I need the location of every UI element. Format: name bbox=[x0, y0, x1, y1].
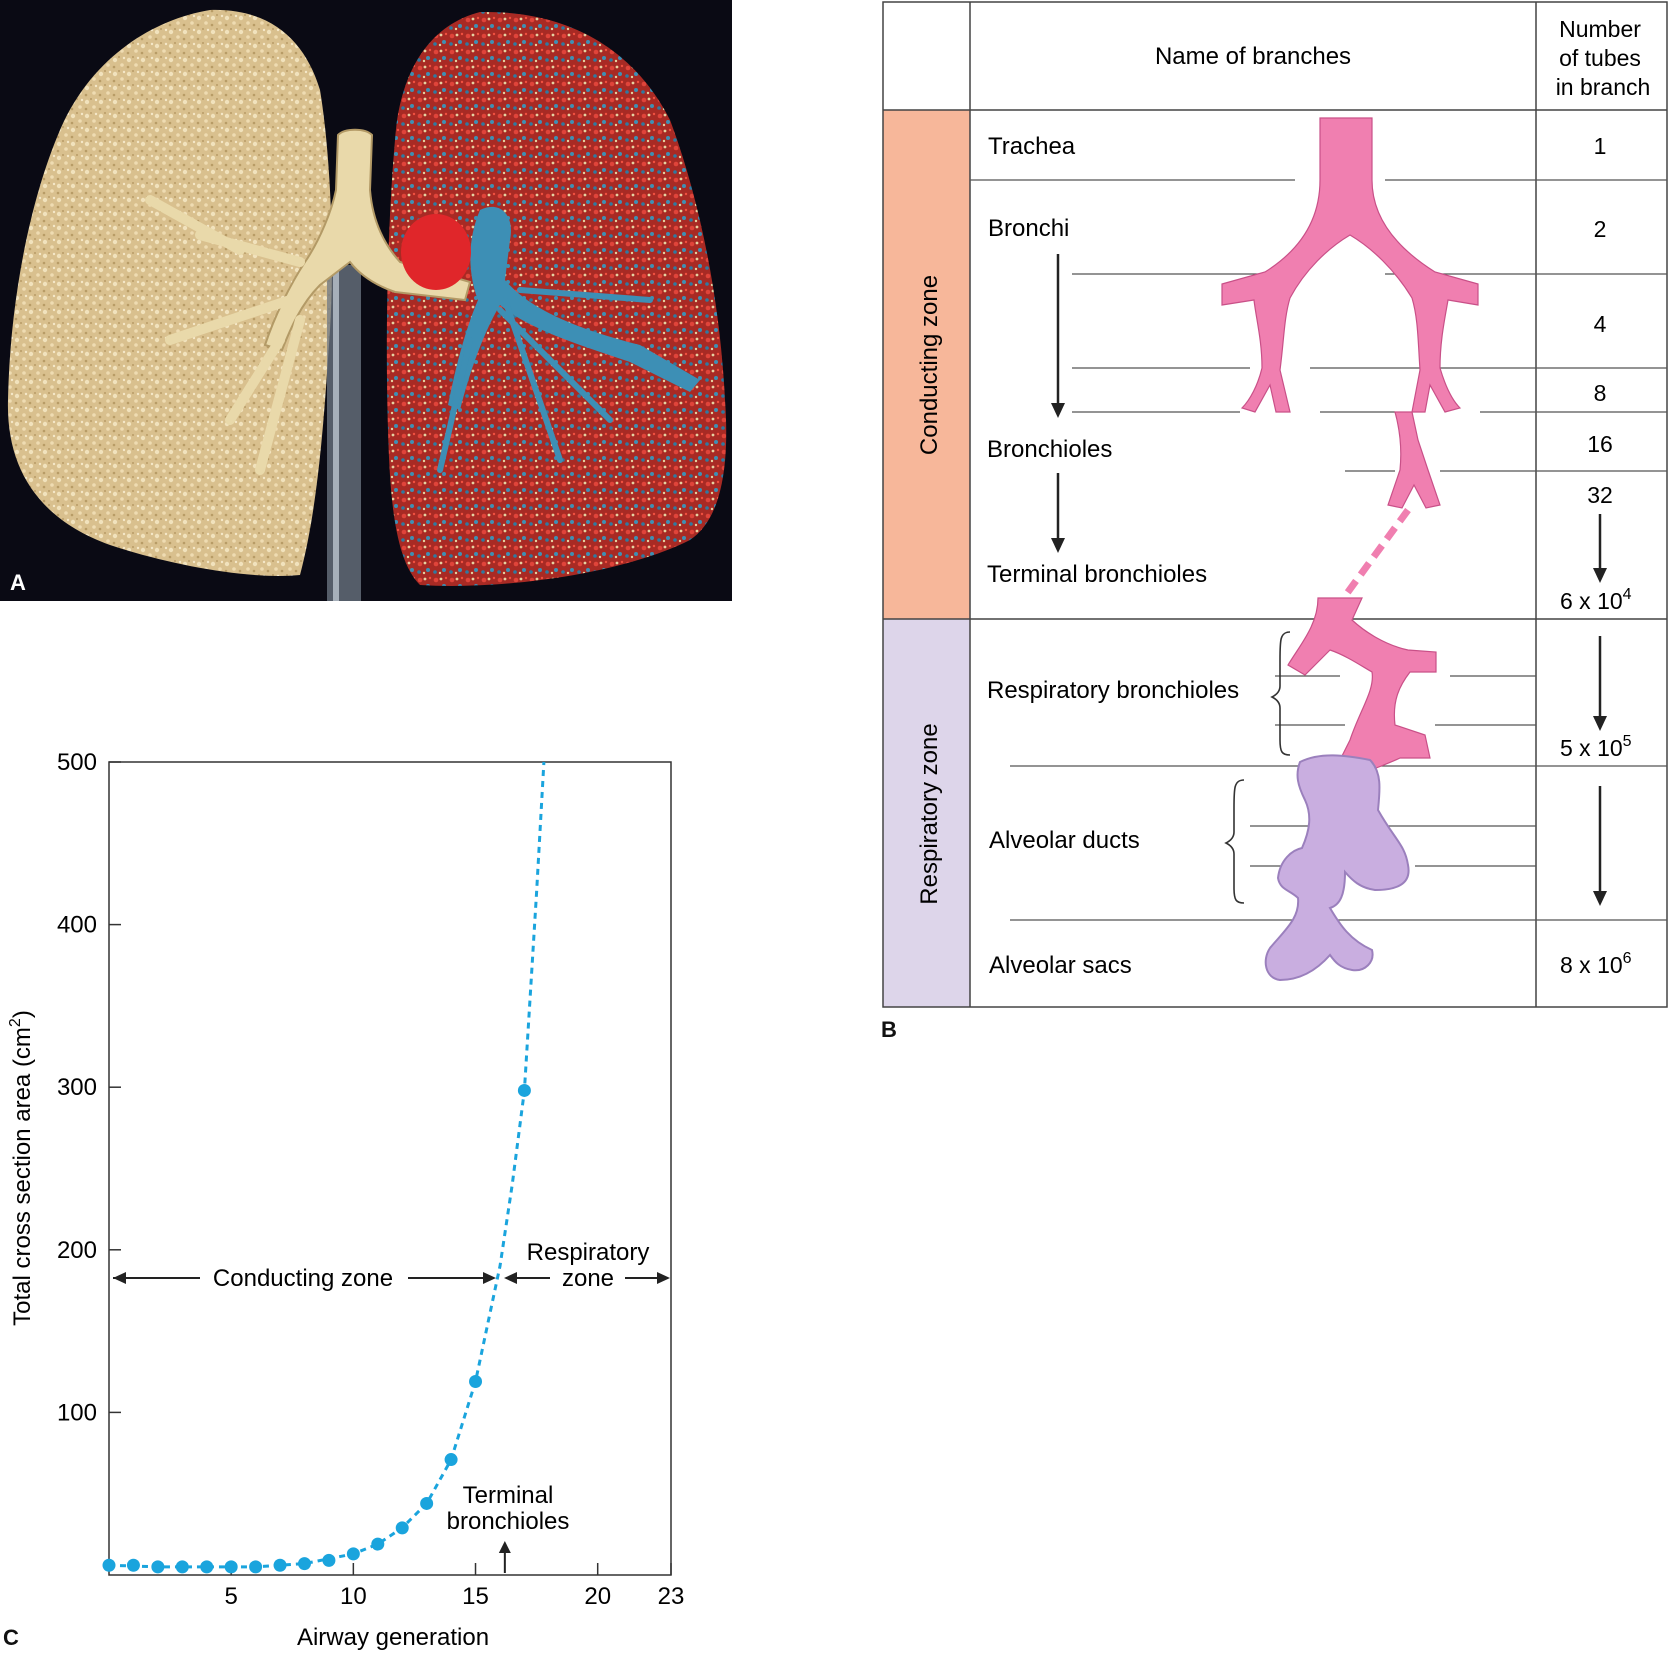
data-point bbox=[469, 1375, 483, 1389]
y-axis-ticks: 100 200 300 400 500 bbox=[57, 749, 121, 1426]
data-point bbox=[517, 1083, 531, 1097]
panel-c-letter: C bbox=[3, 1625, 19, 1650]
branch-respiratory-bronchioles: Respiratory bronchioles bbox=[987, 677, 1239, 704]
stand-rod bbox=[327, 265, 361, 601]
branch-bronchioles: Bronchioles bbox=[987, 436, 1112, 463]
data-points bbox=[102, 1083, 531, 1574]
branch-trachea: Trachea bbox=[988, 133, 1076, 160]
branch-bronchi: Bronchi bbox=[988, 215, 1069, 242]
data-point bbox=[249, 1560, 263, 1574]
row-rules bbox=[970, 179, 1667, 921]
header-count-line3: in branch bbox=[1556, 74, 1651, 100]
left-lung-airway-cast bbox=[7, 9, 332, 576]
left-bronchus-branches bbox=[145, 195, 305, 475]
count-32: 32 bbox=[1587, 482, 1613, 508]
count-terminal-bronchioles: 6 x 104 bbox=[1560, 586, 1632, 614]
right-lung-vascular-cast bbox=[386, 11, 727, 586]
alveolar-ducts-brace bbox=[1224, 779, 1245, 904]
airway-bronchioles bbox=[1387, 411, 1441, 509]
data-point bbox=[102, 1558, 116, 1572]
respiratory-bronchioles-brace bbox=[1270, 631, 1291, 756]
count-respiratory-bronchioles: 5 x 105 bbox=[1560, 733, 1632, 761]
y-axis-label: Total cross section area (cm2) bbox=[7, 1010, 36, 1326]
y-tick-label: 300 bbox=[57, 1074, 97, 1101]
data-point bbox=[200, 1560, 214, 1574]
respiratory-zone-band bbox=[883, 619, 970, 1007]
x-axis-ticks: 5 10 15 20 23 bbox=[224, 1563, 684, 1610]
alveolar-ducts-shape bbox=[1264, 754, 1410, 982]
data-point bbox=[322, 1553, 336, 1567]
respiratory-zone-annotation-line1: Respiratory bbox=[527, 1239, 650, 1266]
data-point bbox=[151, 1560, 165, 1574]
conducting-zone-annotation: Conducting zone bbox=[213, 1265, 393, 1292]
header-name-of-branches: Name of branches bbox=[1155, 43, 1351, 70]
plot-area bbox=[108, 761, 672, 1576]
count-bronchi: 2 bbox=[1594, 216, 1607, 242]
data-point bbox=[273, 1558, 287, 1572]
branch-alveolar-sacs: Alveolar sacs bbox=[989, 952, 1132, 979]
artery-branches bbox=[437, 287, 653, 473]
data-point bbox=[297, 1557, 311, 1571]
progression-arrows bbox=[1051, 254, 1065, 553]
terminal-bronchioles-annotation-line2: bronchioles bbox=[447, 1508, 570, 1535]
x-tick-label: 10 bbox=[340, 1583, 367, 1610]
panel-a-letter: A bbox=[10, 570, 26, 595]
pulmonary-vein-cast bbox=[401, 214, 471, 290]
data-point bbox=[395, 1521, 409, 1535]
respiratory-zone-annotation-line2: zone bbox=[562, 1265, 614, 1292]
cross-section-curve bbox=[108, 761, 546, 1569]
airway-dashed-segment bbox=[1342, 507, 1411, 599]
x-tick-label: 15 bbox=[462, 1583, 489, 1610]
conducting-zone-band bbox=[883, 110, 970, 619]
airway-trachea-bronchi bbox=[1221, 117, 1479, 413]
terminal-bronchioles-arrow bbox=[498, 1541, 511, 1573]
respiratory-zone-label: Respiratory zone bbox=[916, 723, 943, 904]
table-frame bbox=[882, 1, 1668, 1008]
pulmonary-artery bbox=[448, 206, 700, 410]
panel-b-letter: B bbox=[881, 1017, 897, 1042]
data-point bbox=[346, 1547, 360, 1561]
branch-alveolar-ducts: Alveolar ducts bbox=[989, 827, 1140, 854]
zone-arrows bbox=[113, 1272, 670, 1284]
y-tick-label: 400 bbox=[57, 912, 97, 939]
respiratory-bronchioles-shape bbox=[1287, 597, 1437, 776]
terminal-bronchioles-annotation-line1: Terminal bbox=[463, 1482, 554, 1509]
x-tick-label: 5 bbox=[224, 1583, 237, 1610]
count-4: 4 bbox=[1594, 311, 1607, 337]
data-point bbox=[420, 1496, 434, 1510]
branch-terminal-bronchioles: Terminal bronchioles bbox=[987, 561, 1207, 588]
x-tick-label: 20 bbox=[584, 1583, 611, 1610]
x-axis-label: Airway generation bbox=[297, 1624, 489, 1651]
data-point bbox=[371, 1537, 385, 1551]
airway-tree-illustration bbox=[1221, 117, 1479, 982]
count-trachea: 1 bbox=[1594, 133, 1607, 159]
data-point bbox=[444, 1453, 458, 1467]
count-alveolar-sacs: 8 x 106 bbox=[1560, 950, 1632, 978]
y-tick-label: 100 bbox=[57, 1399, 97, 1426]
lung-cast-photo: A bbox=[0, 0, 732, 601]
data-point bbox=[224, 1560, 238, 1574]
y-tick-label: 200 bbox=[57, 1237, 97, 1264]
count-arrows bbox=[1593, 514, 1607, 906]
header-count-line1: Number bbox=[1559, 16, 1641, 42]
count-16: 16 bbox=[1587, 431, 1613, 457]
count-8: 8 bbox=[1594, 380, 1607, 406]
header-count-line2: of tubes bbox=[1559, 45, 1641, 71]
x-tick-label: 23 bbox=[658, 1583, 685, 1610]
conducting-zone-label: Conducting zone bbox=[916, 275, 943, 455]
data-point bbox=[126, 1558, 140, 1572]
data-point bbox=[175, 1560, 189, 1574]
y-tick-label: 500 bbox=[57, 749, 97, 776]
